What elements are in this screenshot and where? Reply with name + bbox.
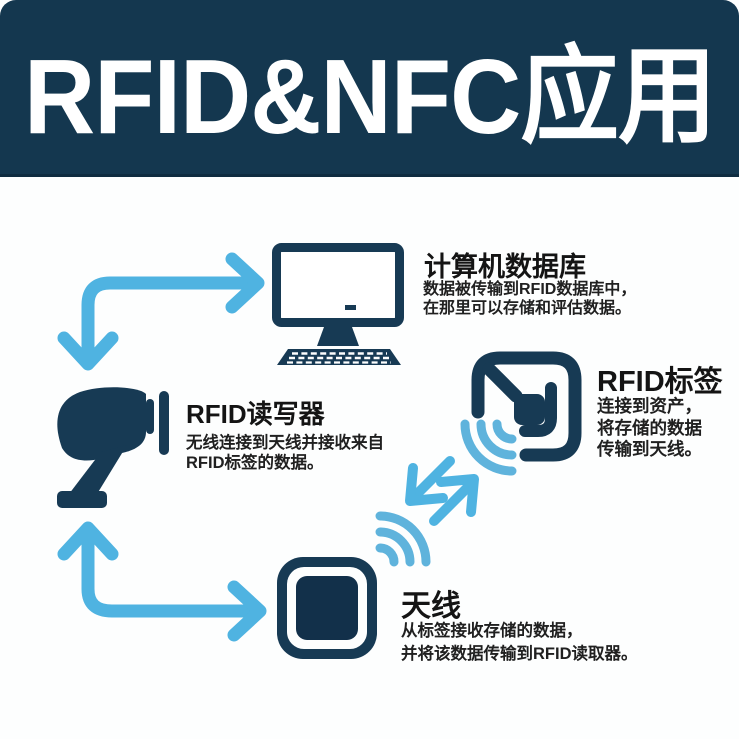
reader-desc: 无线连接到天线并接收来自 RFID标签的数据。 [186,434,384,473]
arrow-reader-computer-icon [57,252,265,371]
tag-desc: 连接到资产， 将存储的数据 传输到天线。 [597,396,702,461]
tag-title: RFID标签 [597,366,723,398]
antenna-desc-line: 并将该数据传输到RFID读取器。 [401,645,638,663]
arrow-antenna-reader-icon [57,521,267,642]
antenna-waves-icon [375,511,431,567]
computer-desc: 数据被传输到RFID数据库中， 在那里可以存储和评估数据。 [423,280,636,318]
antenna-desc: 从标签接收存储的数据， 并将该数据传输到RFID读取器。 [401,620,638,666]
computer-title: 计算机数据库 [424,252,586,282]
header-banner: RFID&NFC应用 [0,0,739,177]
computer-desc-line: 数据被传输到RFID数据库中， [423,281,637,298]
reader-icon [57,387,169,508]
computer-desc-line: 在那里可以存储和评估数据。 [423,300,632,317]
exchange-arrows-icon [405,456,479,526]
tag-desc-line: 连接到资产， [597,396,702,416]
antenna-title: 天线 [401,590,461,623]
antenna-icon [277,557,377,659]
tag-waves-icon [460,419,517,476]
page-title: RFID&NFC应用 [23,38,717,156]
tag-icon [471,351,582,462]
reader-desc-line: 无线连接到天线并接收来自 [186,434,384,452]
tag-desc-line: 传输到天线。 [597,439,702,459]
computer-icon [272,243,404,365]
reader-title: RFID读写器 [186,399,325,429]
reader-desc-line: RFID标签的数据。 [186,453,324,472]
antenna-desc-line: 从标签接收存储的数据， [401,622,583,640]
tag-desc-line: 将存储的数据 [597,417,702,438]
